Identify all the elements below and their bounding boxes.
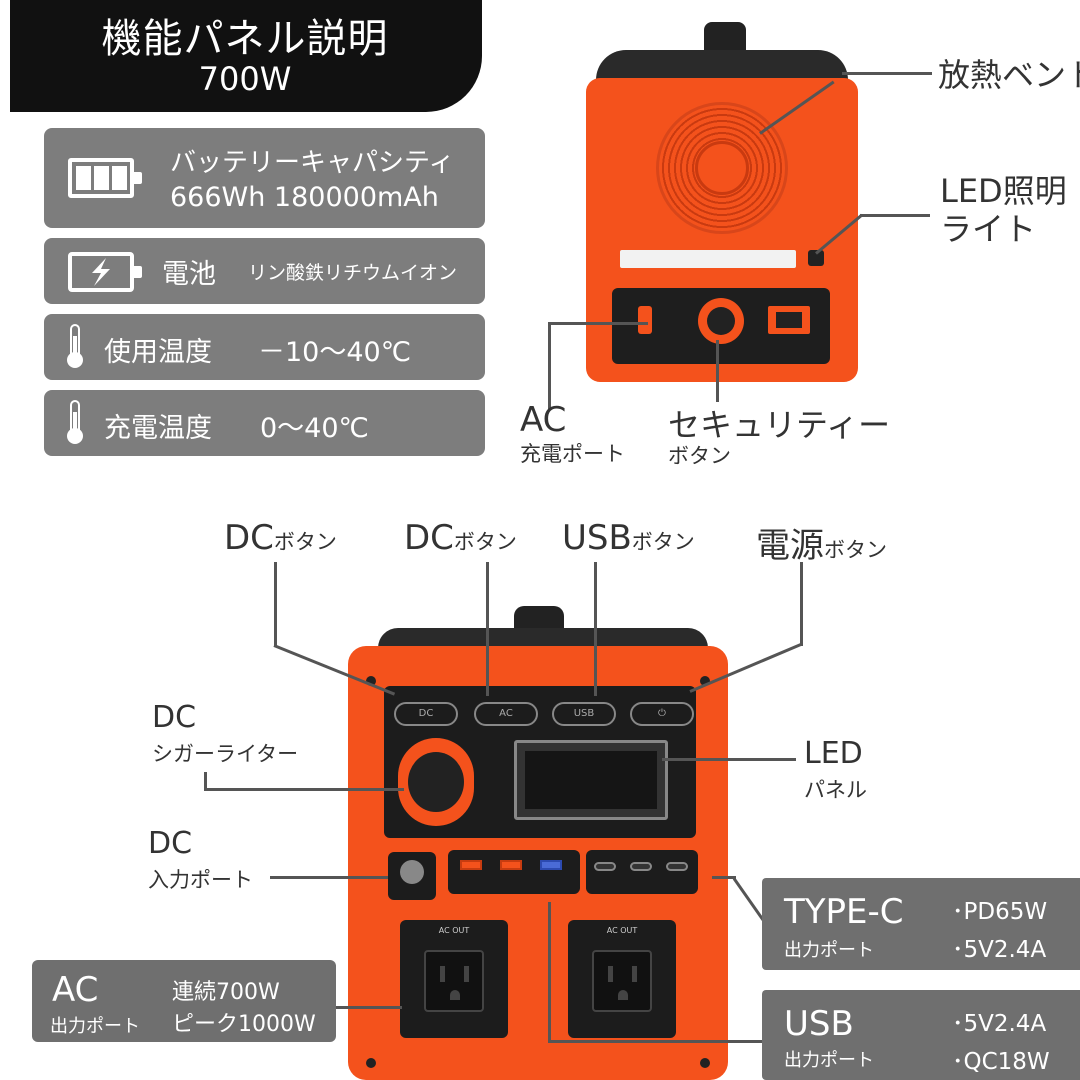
vent-label: 放熱ベント (938, 56, 1080, 94)
leader-line (548, 322, 551, 410)
leader-line (270, 876, 388, 879)
control-panel: DC AC USB ⏻ (384, 686, 696, 838)
leader-line (204, 772, 207, 790)
dc-input-port[interactable] (388, 852, 436, 900)
leader-line (842, 72, 932, 75)
security-button[interactable] (698, 298, 744, 344)
leader-line (800, 562, 803, 646)
leader-line (336, 1006, 402, 1009)
cigarette-socket[interactable] (398, 738, 474, 826)
leader-line (712, 876, 736, 879)
ac-outlet[interactable]: AC OUT (568, 920, 676, 1038)
led-light-strip (620, 250, 796, 268)
ac-charge-label-sub: 充電ポート (520, 442, 625, 466)
spec-battery-capacity: バッテリーキャパシティ 666Wh 180000mAh (44, 128, 485, 228)
dc-button-label: DCボタン (404, 518, 517, 558)
usb-output-sub: 出力ポート (784, 1050, 874, 1071)
led-panel-label-sub: パネル (804, 778, 867, 802)
spec-label: 使用温度 (104, 337, 212, 368)
leader-line (548, 902, 551, 1042)
leader-line (594, 562, 597, 696)
ac-outlet[interactable]: AC OUT (400, 920, 508, 1038)
ac-button[interactable]: AC (474, 702, 538, 726)
spec-value: －10～40℃ (258, 337, 412, 368)
spec-value: 666Wh 180000mAh (170, 182, 439, 213)
dc-input-label-sub: 入力ポート (148, 868, 253, 892)
fan-vent-icon (656, 102, 788, 234)
usb-c-port[interactable] (666, 862, 688, 871)
power-button[interactable]: ⏻ (630, 702, 694, 726)
power-button-label: 電源ボタン (756, 526, 887, 566)
spec-label: バッテリーキャパシティ (170, 148, 455, 178)
led-light-label-1: LED照明 (940, 172, 1067, 210)
rear-device (586, 22, 858, 382)
ac-output-sub: 出力ポート (50, 1016, 140, 1037)
leader-line (662, 758, 796, 761)
spec-value: 0～40℃ (260, 413, 369, 444)
typec-output-main: TYPE-C (784, 892, 904, 932)
usb-output-spec2: ･QC18W (952, 1049, 1050, 1075)
usb-c-port[interactable] (630, 862, 652, 871)
ac-inlet-port[interactable] (768, 306, 810, 334)
ac-out-label: AC OUT (606, 926, 638, 935)
usb-output-main: USB (784, 1004, 854, 1044)
leader-line (204, 788, 404, 791)
ac-output-spec2: ピーク1000W (172, 1012, 316, 1037)
usb-qc-port[interactable] (540, 860, 562, 870)
battery-icon (68, 158, 142, 198)
leader-line (548, 322, 648, 325)
battery-bolt-icon (68, 252, 142, 292)
usb-a-port[interactable] (500, 860, 522, 870)
page-title: 機能パネル説明 (101, 16, 389, 62)
usb-port-box (448, 850, 580, 894)
spec-value: リン酸鉄リチウムイオン (248, 262, 458, 284)
ac-output-box: AC 出力ポート 連続700W ピーク1000W (32, 960, 336, 1042)
cigar-label-main: DC (152, 700, 197, 735)
ac-charge-port[interactable] (638, 306, 652, 334)
typec-port-box (586, 850, 698, 894)
spec-use-temp: 使用温度 －10～40℃ (44, 314, 485, 380)
typec-output-sub: 出力ポート (784, 940, 874, 961)
typec-output-spec2: ･5V2.4A (952, 937, 1047, 963)
title-banner: 機能パネル説明 700W (10, 0, 482, 112)
usb-button[interactable]: USB (552, 702, 616, 726)
security-label-main: セキュリティー (668, 406, 891, 444)
leader-line (274, 562, 277, 646)
usb-a-port[interactable] (460, 860, 482, 870)
dc-button[interactable]: DC (394, 702, 458, 726)
led-panel-label-main: LED (804, 736, 863, 771)
ac-output-spec1: 連続700W (172, 980, 280, 1005)
led-display (514, 740, 668, 820)
usb-button-label: USBボタン (562, 518, 695, 558)
security-label-sub: ボタン (668, 444, 731, 468)
cigar-label-sub: シガーライター (152, 742, 299, 766)
spec-label: 電池 (162, 259, 216, 290)
ac-out-label: AC OUT (438, 926, 470, 935)
dc-button-label: DCボタン (224, 518, 337, 558)
leader-line (486, 562, 489, 696)
led-light-label-2: ライト (940, 210, 1037, 248)
leader-line (716, 340, 719, 402)
usb-output-box: USB 出力ポート ･5V2.4A ･QC18W (762, 990, 1080, 1080)
spec-charge-temp: 充電温度 0～40℃ (44, 390, 485, 456)
rear-port-panel (612, 288, 830, 364)
usb-c-port[interactable] (594, 862, 616, 871)
typec-output-spec1: ･PD65W (952, 899, 1048, 925)
typec-output-box: TYPE-C 出力ポート ･PD65W ･5V2.4A (762, 878, 1080, 970)
front-device: DC AC USB ⏻ AC OUT AC OUT (348, 606, 728, 1080)
leader-line (548, 1040, 762, 1043)
ac-charge-label-main: AC (520, 400, 567, 440)
dc-input-label-main: DC (148, 826, 193, 861)
spec-cell: 電池 リン酸鉄リチウムイオン (44, 238, 485, 304)
led-light-button[interactable] (808, 250, 824, 266)
page-subtitle: 700W (198, 60, 292, 98)
leader-line (860, 214, 930, 217)
usb-output-spec1: ･5V2.4A (952, 1011, 1047, 1037)
ac-output-main: AC (52, 970, 99, 1010)
spec-label: 充電温度 (104, 413, 212, 444)
